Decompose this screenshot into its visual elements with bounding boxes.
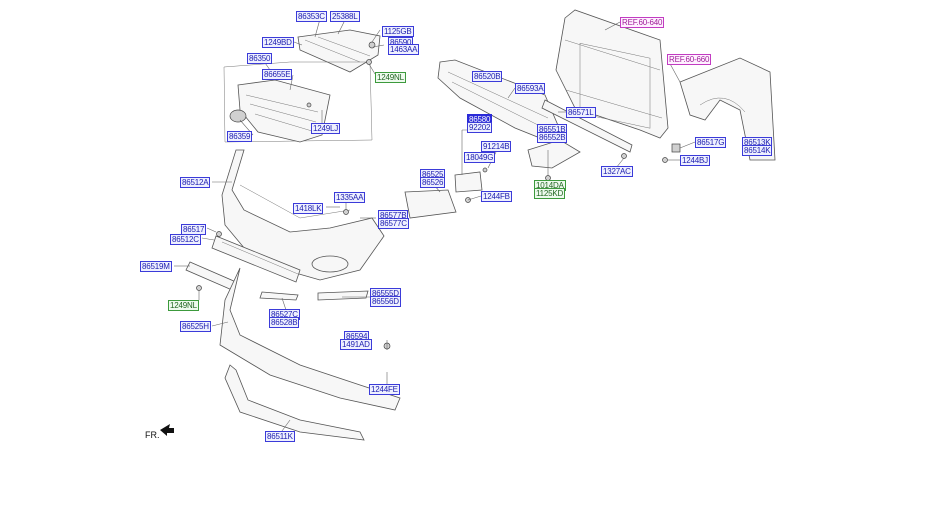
part-label-1327AC[interactable]: 1327AC <box>601 166 633 177</box>
part-label-1249NL-bottom[interactable]: 1249NL <box>168 300 199 311</box>
part-label-86514K[interactable]: 86514K <box>742 145 773 156</box>
part-label-86526[interactable]: 86526 <box>420 177 446 188</box>
part-label-86528B[interactable]: 86528B <box>269 317 300 328</box>
part-label-86577C[interactable]: 86577C <box>378 218 409 229</box>
part-label-92202[interactable]: 92202 <box>467 122 493 133</box>
part-label-86511K[interactable]: 86511K <box>265 431 295 442</box>
front-bumper-cover <box>221 149 385 281</box>
part-label-1244BJ[interactable]: 1244BJ <box>680 155 710 166</box>
part-label-86593A[interactable]: 86593A <box>515 83 546 94</box>
part-label-1463AA[interactable]: 1463AA <box>388 44 420 55</box>
part-label-86512A[interactable]: 86512A <box>180 177 211 188</box>
emblem <box>229 109 247 123</box>
front-direction-marker: FR. <box>145 430 160 440</box>
radiator-support <box>555 9 669 139</box>
fog-lamp-hole <box>311 255 349 273</box>
part-label-86353C[interactable]: 86353C <box>296 11 327 22</box>
part-label-1125GB[interactable]: 1125GB <box>382 26 414 37</box>
part-label-1244FE[interactable]: 1244FE <box>369 384 400 395</box>
part-label-1249BD[interactable]: 1249BD <box>262 37 294 48</box>
upper-bar <box>541 99 633 153</box>
license-bracket-strip <box>185 261 237 291</box>
grille-upper-cover <box>297 29 381 73</box>
support-stay <box>527 139 581 169</box>
part-label-1418LK[interactable]: 1418LK <box>293 203 324 214</box>
part-label-86655E[interactable]: 86655E <box>262 69 293 80</box>
reference-label-60-640[interactable]: REF.60-640 <box>620 17 665 28</box>
part-label-25388L[interactable]: 25388L <box>330 11 360 22</box>
part-label-86512C[interactable]: 86512C <box>170 234 201 245</box>
bolt <box>366 59 372 65</box>
garnish-left <box>259 291 299 301</box>
part-label-86350[interactable]: 86350 <box>247 53 273 64</box>
fog-lamp-bracket <box>404 189 457 219</box>
part-label-86552B[interactable]: 86552B <box>537 132 568 143</box>
part-label-1125KD[interactable]: 1125KD <box>534 188 566 199</box>
clip <box>306 102 312 108</box>
part-label-86525H[interactable]: 86525H <box>180 321 211 332</box>
front-arrow-icon <box>160 424 174 436</box>
part-label-86571L[interactable]: 86571L <box>566 107 596 118</box>
front-fender <box>679 57 776 161</box>
lip-molding <box>224 364 365 441</box>
lower-grille <box>211 235 301 283</box>
reference-label-60-660[interactable]: REF.60-660 <box>667 54 712 65</box>
part-label-86520B[interactable]: 86520B <box>472 71 503 82</box>
garnish-right <box>317 290 369 301</box>
screw <box>216 231 222 237</box>
part-label-91214B[interactable]: 91214B <box>481 141 512 152</box>
lower-spoiler <box>219 267 401 411</box>
part-label-86519M[interactable]: 86519M <box>140 261 172 272</box>
part-label-1335AA[interactable]: 1335AA <box>334 192 366 203</box>
bolt <box>662 157 668 163</box>
screw <box>196 285 202 291</box>
part-label-1244FB[interactable]: 1244FB <box>481 191 512 202</box>
grille-group-frame <box>223 61 373 143</box>
part-label-1491AD[interactable]: 1491AD <box>340 339 372 350</box>
part-label-1249NL-top[interactable]: 1249NL <box>375 72 406 83</box>
screw <box>482 167 488 173</box>
part-label-86517G[interactable]: 86517G <box>695 137 727 148</box>
part-label-86359[interactable]: 86359 <box>227 131 253 142</box>
bolt <box>621 153 627 159</box>
part-label-86556D[interactable]: 86556D <box>370 296 401 307</box>
fog-lamp <box>454 171 483 193</box>
part-label-1249LJ[interactable]: 1249LJ <box>311 123 341 134</box>
clip <box>671 143 681 153</box>
screw <box>343 209 349 215</box>
part-label-18049G[interactable]: 18049G <box>464 152 496 163</box>
